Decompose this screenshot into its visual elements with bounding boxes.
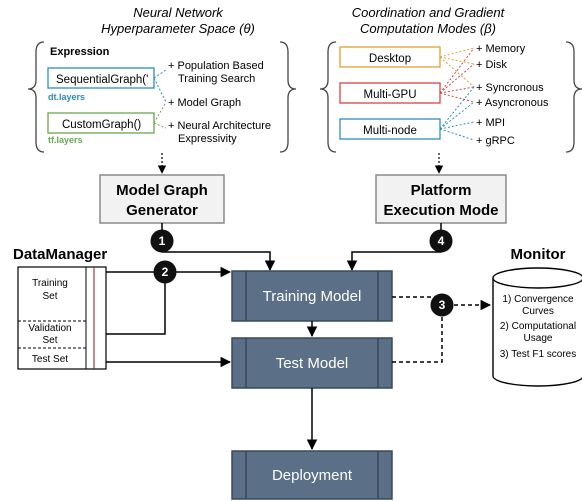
customgraph-label: CustomGraph() [62, 119, 141, 131]
validation-set-connector [106, 272, 166, 335]
test-set-label: Test Set [32, 354, 68, 365]
training-set-line1: Training [32, 278, 68, 289]
training-model-box [231, 270, 393, 322]
platform-to-training-arrow [346, 223, 442, 272]
coord-left-brace [319, 41, 337, 153]
badge-3: 3 [430, 293, 454, 317]
datamanager-title: DataManager [13, 246, 107, 263]
badge-4: 4 [429, 229, 453, 253]
sequentialgraph-label: SequentialGraph(' [56, 74, 148, 86]
option-asyncronous: + Asyncronous [476, 97, 549, 109]
expression-label: Expression [50, 46, 110, 58]
validation-set-line2: Set [42, 335, 57, 346]
monitor-item1-line1: 1) Convergence [502, 294, 574, 305]
training-set-line2: Set [42, 291, 57, 302]
option-syncronous: + Syncronous [476, 82, 544, 94]
coord-title-line2: Computation Modes (β) [360, 21, 496, 36]
deployment-box [231, 450, 393, 500]
validation-set-line1: Validation [28, 323, 71, 334]
option-disk: + Disk [476, 59, 507, 71]
hyper-right-brace [279, 41, 297, 153]
monitor-item2-line1: 2) Computational [500, 321, 576, 332]
deployment-label: Deployment [272, 467, 353, 484]
badge-2-label: 2 [162, 265, 169, 279]
test-model-label: Test Model [276, 355, 349, 372]
badge-3-label: 3 [439, 298, 446, 312]
badge-4-label: 4 [438, 234, 445, 248]
option-mpi: + MPI [476, 117, 505, 129]
option-memory: + Memory [476, 43, 526, 55]
desktop-label: Desktop [369, 53, 411, 65]
training-to-monitor-dashed [392, 296, 443, 363]
multi-node-label: Multi-node [363, 125, 417, 137]
hyper-title-line2: Hyperparameter Space (θ) [101, 21, 255, 36]
option-grpc: + gRPC [476, 135, 515, 147]
platform-line2: Execution Mode [383, 202, 498, 219]
option-neural-arch-line1: + Neural Architecture [168, 120, 271, 132]
datamanager-box [17, 266, 107, 370]
hyper-title-line1: Neural Network [133, 5, 224, 20]
monitor-title: Monitor [511, 246, 566, 263]
badge-1-label: 1 [159, 234, 166, 248]
option-population-line1: + Population Based [168, 60, 264, 72]
generator-line1: Model Graph [116, 182, 208, 199]
platform-line1: Platform [411, 182, 472, 199]
monitor-item2-line2: Usage [524, 333, 553, 344]
generator-line2: Generator [126, 202, 198, 219]
monitor-cylinder [492, 267, 582, 387]
test-model-box [231, 337, 393, 389]
coord-right-brace [565, 41, 582, 153]
dt-layers-tag: dt.layers [48, 92, 85, 102]
platform-execution-box [375, 174, 507, 224]
training-model-label: Training Model [263, 288, 362, 305]
hyper-connectors [153, 69, 167, 129]
multi-gpu-label: Multi-GPU [363, 89, 416, 101]
hyper-left-brace [27, 41, 45, 153]
badge-1: 1 [150, 229, 174, 253]
badge-2: 2 [153, 260, 177, 284]
generator-to-training-arrow [161, 223, 276, 272]
option-neural-arch-line2: Expressivity [178, 133, 237, 145]
option-population-line2: Training Search [178, 73, 255, 85]
coord-title-line1: Coordination and Gradient [352, 5, 506, 20]
monitor-item1-line2: Curves [522, 306, 554, 317]
model-graph-generator-box [99, 174, 225, 224]
coord-connectors [439, 47, 475, 141]
option-model-graph: + Model Graph [168, 97, 241, 109]
tf-layers-tag: tf.layers [48, 135, 83, 145]
monitor-item3: 3) Test F1 scores [500, 349, 577, 360]
